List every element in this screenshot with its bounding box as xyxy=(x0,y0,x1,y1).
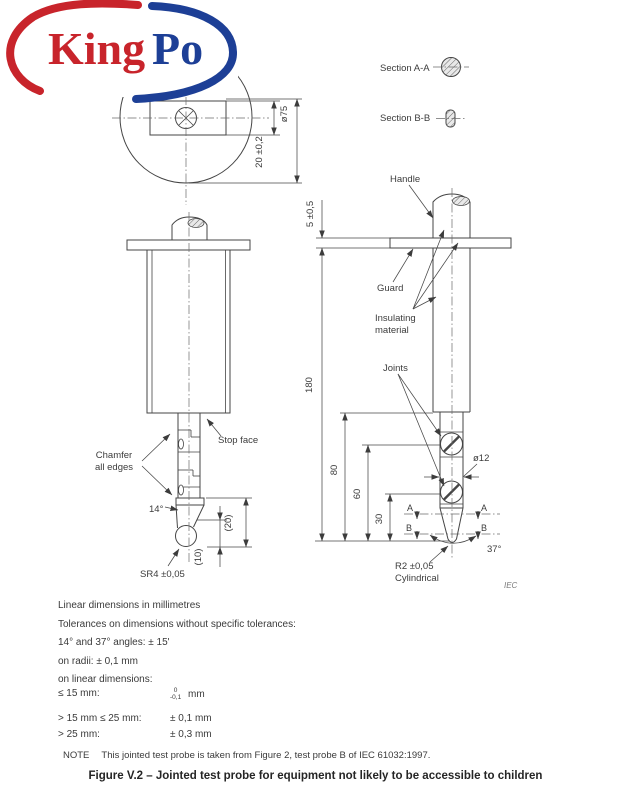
iec-mark: IEC xyxy=(504,581,518,590)
note-angles: 14° and 37° angles: ± 15' xyxy=(58,637,170,648)
tolerance-range-3: > 25 mm: xyxy=(58,729,100,740)
section-a-marker-left: A xyxy=(407,503,413,513)
tolerance-row-2: > 15 mm ≤ 25 mm: ± 0,1 mm xyxy=(58,713,212,724)
centerlines xyxy=(112,66,500,562)
tolerance-value-2: ± 0,1 mm xyxy=(170,713,212,724)
drawing-labels: Section A-A Section B-B ø75 20 ±0,2 Stop… xyxy=(95,63,518,590)
insulating-label-line1: Insulating xyxy=(375,313,416,324)
angle-14-label: 14° xyxy=(149,504,164,515)
part-outlines xyxy=(119,50,512,547)
dim-80-label: 80 xyxy=(329,465,340,476)
guard-label: Guard xyxy=(377,283,403,294)
note-text: This jointed test probe is taken from Fi… xyxy=(101,750,431,761)
stop-face-label: Stop face xyxy=(218,435,258,446)
dim-30-label: 30 xyxy=(374,514,385,525)
dim-10-label: (10) xyxy=(193,549,204,566)
right-view xyxy=(389,193,512,543)
insulating-label-line2: material xyxy=(375,325,409,336)
dimension-lines xyxy=(141,98,481,567)
section-aa-label: Section A-A xyxy=(380,63,430,74)
dim-60-label: 60 xyxy=(352,489,363,500)
section-b-marker-right: B xyxy=(481,523,487,533)
r2-label-line1: R2 ±0,05 xyxy=(395,561,434,572)
note-radii: on radii: ± 0,1 mm xyxy=(58,655,138,667)
dim-180-label: 180 xyxy=(304,377,315,393)
tolerance-value-3: ± 0,3 mm xyxy=(170,729,212,740)
note-label: NOTE xyxy=(63,750,90,761)
tolerance-row-1: ≤ 15 mm: 0-0,1 mm xyxy=(58,687,205,700)
joints-label: Joints xyxy=(383,363,408,374)
tolerance-row-3: > 25 mm: ± 0,3 mm xyxy=(58,729,212,740)
dim-d12-label: ø12 xyxy=(473,453,489,464)
angle-37-label: 37° xyxy=(487,544,502,555)
logo-red-swoosh xyxy=(6,0,142,95)
section-a-marker-right: A xyxy=(481,503,487,513)
logo-text-king: King xyxy=(48,23,145,74)
sr4-label: SR4 ±0,05 xyxy=(140,569,185,580)
left-view xyxy=(126,216,251,547)
section-bb-label: Section B-B xyxy=(380,113,430,124)
tolerance-stack: 0-0,1 xyxy=(170,687,182,701)
dim-diameter-75: ø75 xyxy=(279,106,290,122)
handle-label: Handle xyxy=(390,174,420,185)
logo-blue-swoosh xyxy=(132,2,238,103)
kingpo-logo: King Po xyxy=(0,0,238,103)
section-b-marker-left: B xyxy=(406,523,412,533)
note-linear: on linear dimensions: xyxy=(58,674,153,685)
tolerance-range-2: > 15 mm ≤ 25 mm: xyxy=(58,713,142,724)
chamfer-label-line1: Chamfer xyxy=(96,450,132,461)
dim-20-02: 20 ±0,2 xyxy=(254,136,265,168)
dim-5-label: 5 ±0,5 xyxy=(305,201,316,227)
dim-20-label: (20) xyxy=(223,515,234,532)
note-tolerances: Tolerances on dimensions without specifi… xyxy=(58,618,296,630)
r2-label-line2: Cylindrical xyxy=(395,573,439,584)
chamfer-label-line2: all edges xyxy=(95,462,133,473)
note-linear-dimensions: Linear dimensions in millimetres xyxy=(58,600,201,611)
figure-caption: Figure V.2 – Jointed test probe for equi… xyxy=(88,770,543,782)
tolerance-range-1: ≤ 15 mm: xyxy=(58,688,100,699)
note-source: NOTE This jointed test probe is taken fro… xyxy=(63,750,430,761)
logo-text-po: Po xyxy=(152,23,203,74)
tolerance-unit-1: mm xyxy=(187,689,205,701)
tolerance-value-1: 0-0,1 mm xyxy=(170,687,205,701)
